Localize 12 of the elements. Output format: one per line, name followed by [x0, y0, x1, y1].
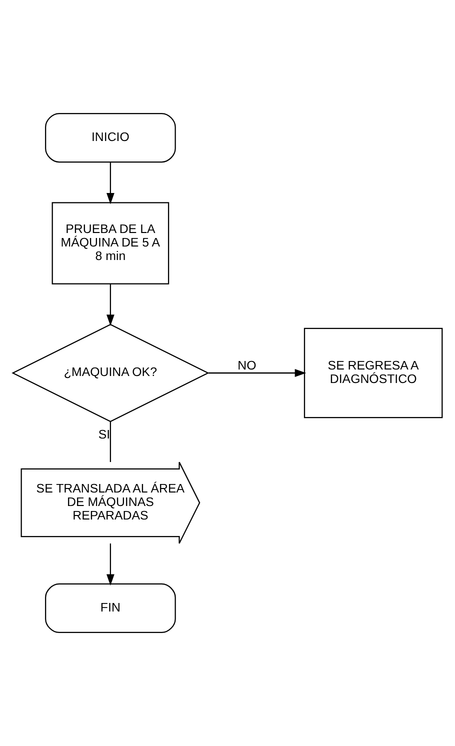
arrow: [208, 369, 306, 377]
node-box: PRUEBA DE LA MÁQUINA DE 5 A 8 min: [52, 202, 170, 284]
edge-label: SI: [98, 427, 110, 442]
arrow: [106, 543, 114, 586]
node-box: SE REGRESA A DIAGNÓSTICO: [304, 328, 443, 418]
arrow: [106, 284, 114, 326]
node-box: INICIO: [45, 112, 176, 163]
arrow: [106, 162, 114, 204]
edge-label: NO: [238, 358, 256, 372]
node-diamond: ¿MAQUINA OK?: [12, 324, 210, 422]
connector: [110, 422, 112, 462]
node-box: FIN: [45, 583, 176, 634]
